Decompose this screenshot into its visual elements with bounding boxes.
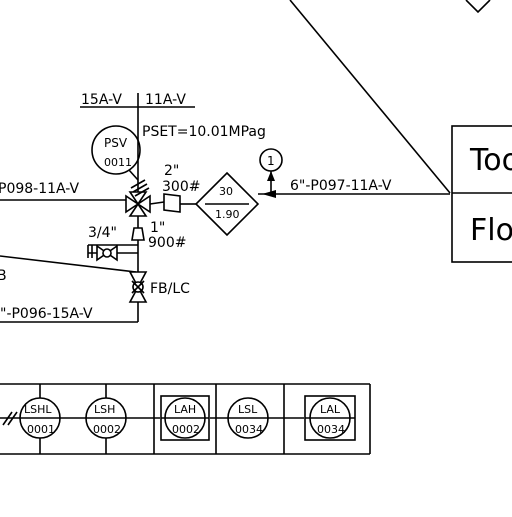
line-label-11a: 11A-V — [145, 92, 186, 108]
instrument-tag: LSHL — [24, 403, 52, 416]
right-inlet-line-label: 6"-P097-11A-V — [290, 178, 392, 194]
table-row-1: Too — [469, 143, 512, 178]
fb-lc-valve — [128, 271, 148, 303]
note-marker: 1 — [259, 148, 283, 194]
instrument-tag: LAL — [320, 403, 341, 416]
instrument-tag: LAH — [174, 403, 196, 416]
line-label-15a: 15A-V — [81, 92, 122, 108]
inlet-rating: 900# — [148, 235, 186, 251]
instrument-lshl: LSHL 0001 — [19, 397, 61, 439]
valve-note: FB/LC — [150, 281, 190, 297]
diagonal-leader-line — [289, 0, 451, 194]
cut-line — [0, 255, 137, 273]
instrument-lah: LAH 0002 — [160, 395, 210, 441]
drain-valve — [87, 244, 138, 262]
cut-line-text: B — [0, 268, 7, 284]
psv-number: 0011 — [104, 156, 132, 169]
psv-tag: PSV — [104, 136, 128, 150]
left-outlet-line-label: P098-11A-V — [0, 181, 80, 197]
info-table: Too Flo — [451, 125, 512, 263]
reducer — [163, 193, 181, 213]
drain-size: 3/4" — [88, 225, 117, 241]
outlet-rating: 300# — [162, 179, 200, 195]
instrument-number: 0034 — [235, 423, 263, 436]
instrument-lsl: LSL 0034 — [227, 397, 269, 439]
outlet-size: 2" — [164, 163, 179, 179]
inlet-size: 1" — [150, 220, 165, 236]
note-marker-number: 1 — [267, 154, 275, 168]
instrument-number: 0034 — [317, 423, 345, 436]
orifice-top: 30 — [219, 185, 233, 198]
instrument-number: 0001 — [27, 423, 55, 436]
orifice-bottom: 1.90 — [215, 208, 240, 221]
instrument-lal: LAL 0034 — [304, 395, 356, 441]
table-row-2: Flo — [470, 213, 512, 248]
instrument-number: 0002 — [172, 423, 200, 436]
relief-valve — [125, 179, 151, 217]
instrument-tag: LSH — [94, 403, 115, 416]
instrument-tag: LSL — [238, 403, 258, 416]
orifice-diamond: 30 1.90 — [194, 171, 260, 237]
flow-arrow — [262, 190, 276, 198]
instrument-number: 0002 — [93, 423, 121, 436]
inlet-reducer — [131, 227, 145, 241]
top-line-labels: 15A-V 11A-V — [80, 92, 195, 122]
instrument-lsh: LSH 0002 — [85, 397, 127, 439]
top-diamond-symbol — [465, 0, 491, 14]
psv-set-pressure: PSET=10.01MPag — [142, 124, 266, 140]
psv-bubble: PSV 0011 — [91, 125, 141, 181]
instrument-row — [0, 383, 371, 455]
bottom-line-label: "-P096-15A-V — [0, 306, 93, 322]
